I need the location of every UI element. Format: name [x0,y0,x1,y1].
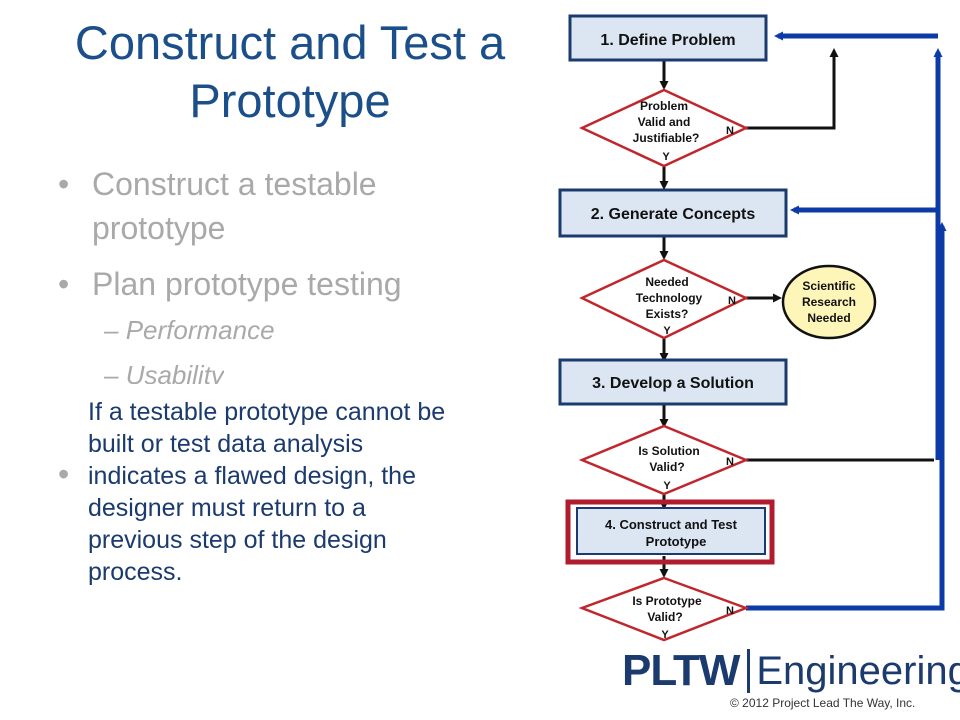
sub-bullet-item: – Performance [104,315,275,345]
bullet-text: Plan prototype testing [92,266,402,302]
yes-label: Y [663,325,671,337]
decision-diamond [579,88,749,168]
decision-text: Valid? [647,610,682,624]
decision-diamond [578,424,750,496]
decision-diamond [579,258,749,340]
step-highlight [565,499,775,565]
logo-pltw-text: PLTW [622,646,740,695]
decision-text: Valid and [638,115,691,129]
research-text: Needed [807,311,850,325]
decision-text: Is Prototype [632,594,702,608]
bullet-text: Construct a testable prototype [92,166,377,246]
research-text: Research [802,295,856,309]
no-label: N [728,295,736,307]
overlay-text: If a testable prototype cannot be built … [88,398,446,586]
decision-text: Problem [640,99,688,113]
design-process-flowchart: 1. Define Problem 2. Generate Concepts 3… [558,14,947,642]
step-box [568,14,768,62]
copyright-text: © 2012 Project Lead The Way, Inc. [730,696,916,710]
step-box [558,188,788,238]
logo-engineering-text: Engineering [756,648,960,693]
logo-divider [747,649,751,693]
step-label-line2: Prototype [646,534,707,549]
decision-text: Is Solution [638,444,699,458]
research-ellipse [781,264,877,340]
sub-bullet-text: Usability [125,360,224,384]
step-label: 1. Define Problem [600,32,735,49]
no-label: N [726,456,734,468]
sub-bullet-text: Performance [125,315,275,345]
step-box [576,507,766,555]
step-label: 2. Generate Concepts [591,206,756,223]
decision-text: Exists? [646,307,689,321]
decision-text: Technology [636,291,703,305]
decision-text: Needed [645,275,688,289]
step-label: 3. Develop a Solution [592,375,754,392]
yes-label: Y [661,629,669,641]
yes-label: Y [663,480,671,492]
bullet-dot: • [58,166,70,202]
decision-text: Justifiable? [633,131,700,145]
bullet-dot: • [58,266,70,302]
slide-title: Construct and Test a Prototype [74,16,506,127]
sub-bullet-item: – Usability [104,358,224,384]
step-box [558,358,788,406]
yes-label: Y [662,151,670,163]
pltw-logo: PLTW Engineering [622,646,960,695]
step-label: 4. Construct and Test [605,517,738,532]
no-label: N [726,605,734,617]
research-text: Scientific [802,279,856,293]
no-label: N [726,125,734,137]
decision-text: Valid? [649,460,684,474]
decision-diamond [578,576,750,642]
